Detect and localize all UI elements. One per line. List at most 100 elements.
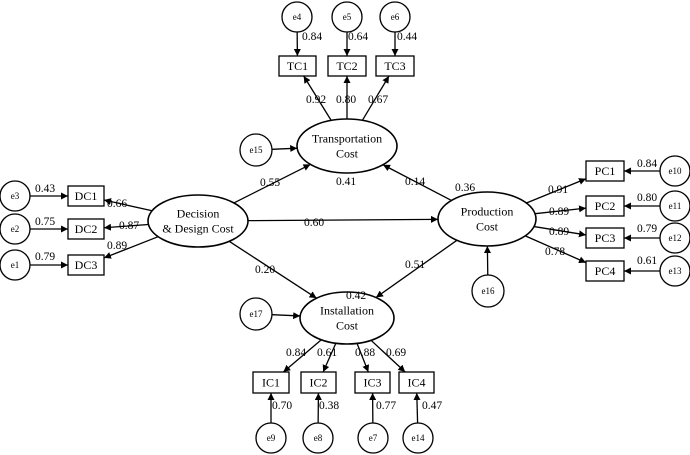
error-label: e17: [250, 309, 263, 319]
error-circle: [659, 190, 690, 222]
error-circle: [281, 1, 313, 33]
loading-value-dc1: 0.66: [107, 198, 127, 210]
indicator-box: [585, 160, 625, 182]
loading-arrow-ic4: [370, 339, 406, 373]
error-circle: [357, 422, 389, 454]
indicator-box: [67, 185, 105, 207]
error-label: e6: [391, 12, 400, 22]
error-term-e5: e5: [331, 1, 363, 33]
indicator-label: TC1: [287, 59, 308, 73]
error-circle: [402, 422, 434, 454]
error-weight-e8: 0.38: [319, 400, 339, 412]
error-label: e4: [293, 12, 302, 22]
error-label: e9: [267, 433, 276, 443]
error-label: e14: [412, 433, 425, 443]
loading-value-ic3: 0.88: [355, 347, 375, 359]
loading-value-pc1: 0.91: [548, 184, 568, 196]
disturbance-arrow-e17: [271, 312, 301, 320]
r-squared-pc: 0.36: [455, 182, 475, 194]
error-label: e12: [669, 233, 682, 243]
latent-ellipse: [147, 194, 249, 248]
error-label: e1: [11, 260, 20, 270]
error-label: e7: [369, 433, 378, 443]
error-weight-e13: 0.61: [637, 255, 657, 267]
path-coefficient-pc-to-ic: 0.51: [405, 259, 425, 271]
error-term-e10: e10: [659, 155, 690, 187]
path-coefficient-pc-to-tc: 0.14: [405, 176, 425, 188]
error-circle: [0, 249, 31, 281]
path-arrow-ddc-to-pc: [247, 215, 439, 223]
indicator-label: IC4: [408, 376, 426, 390]
loading-value-pc4: 0.78: [545, 246, 565, 258]
error-circle: [331, 1, 363, 33]
latent-ellipse: [437, 191, 537, 247]
indicator-box: [354, 371, 391, 394]
indicator-tc2: TC2: [327, 55, 367, 77]
loading-value-pc2: 0.89: [549, 206, 569, 218]
loading-value-ic1: 0.84: [286, 347, 306, 359]
latent-ellipse: [296, 118, 398, 174]
indicator-label: PC3: [595, 231, 616, 245]
error-term-e8: e8: [302, 422, 334, 454]
loading-value-pc3: 0.89: [549, 226, 569, 238]
error-circle: [0, 180, 31, 212]
error-weight-e11: 0.80: [637, 192, 657, 204]
loading-arrow-tc1: [303, 75, 332, 121]
error-term-e6: e6: [379, 1, 411, 33]
path-arrow-ddc-to-ic: [228, 240, 317, 299]
error-term-e15: e15: [239, 133, 273, 167]
indicator-tc1: TC1: [278, 55, 317, 77]
loading-arrow-pc4: [525, 235, 587, 264]
indicator-label: PC1: [595, 164, 616, 178]
error-label: e10: [669, 166, 682, 176]
error-label: e3: [11, 191, 20, 201]
indicator-label: TC3: [384, 59, 405, 73]
error-circle: [255, 422, 287, 454]
loading-arrow-ic2: [322, 342, 337, 373]
latent-decision-design-cost: Decision& Design Cost: [147, 194, 249, 248]
error-circle: [302, 422, 334, 454]
error-term-e3: e3: [0, 180, 31, 212]
indicator-label: DC3: [75, 258, 98, 272]
error-weight-e6: 0.44: [397, 31, 417, 43]
error-circle: [0, 213, 31, 245]
indicator-dc2: DC2: [67, 218, 105, 240]
error-label: e5: [343, 12, 352, 22]
indicator-label: PC2: [595, 199, 616, 213]
loading-value-tc2: 0.80: [336, 94, 356, 106]
indicator-ic3: IC3: [354, 371, 391, 394]
error-circle: [659, 255, 690, 287]
indicator-box: [398, 371, 435, 394]
error-term-e11: e11: [659, 190, 690, 222]
indicator-box: [327, 55, 367, 77]
error-term-e12: e12: [659, 222, 690, 254]
path-arrow-pc-to-tc: [382, 164, 452, 202]
latent-label-line: & Design Cost: [162, 222, 234, 236]
indicator-pc3: PC3: [585, 227, 625, 249]
error-term-e14: e14: [402, 422, 434, 454]
loading-value-ic4: 0.69: [386, 347, 406, 359]
indicator-label: IC2: [310, 376, 328, 390]
indicator-label: IC3: [364, 376, 382, 390]
error-weight-e4: 0.84: [302, 31, 322, 43]
error-weight-e12: 0.79: [637, 223, 657, 235]
indicator-pc1: PC1: [585, 160, 625, 182]
indicator-dc3: DC3: [67, 254, 105, 276]
r-squared-tc: 0.41: [336, 176, 356, 188]
error-weight-e7: 0.77: [376, 400, 396, 412]
indicator-ic1: IC1: [252, 371, 290, 394]
r-squared-ic: 0.42: [346, 290, 366, 302]
indicator-label: IC1: [262, 376, 280, 390]
loading-arrow-dc2: [103, 223, 149, 231]
indicator-tc3: TC3: [375, 55, 415, 77]
latent-label-line: Cost: [336, 147, 359, 161]
error-circle: [239, 133, 273, 167]
error-circle: [379, 1, 411, 33]
path-coefficient-ddc-to-ic: 0.20: [255, 264, 275, 276]
indicator-label: TC2: [336, 59, 357, 73]
latent-ellipse: [299, 291, 395, 345]
